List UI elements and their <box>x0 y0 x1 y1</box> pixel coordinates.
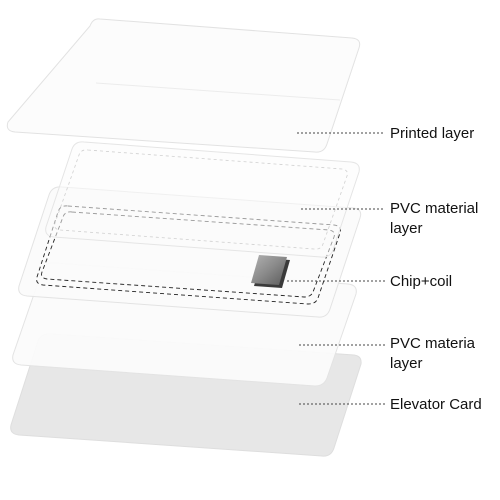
label-printed-layer-text: Printed layer <box>390 125 475 142</box>
label-pvc-bottom-layer: PVC materia layer <box>390 334 475 374</box>
printed-layer <box>6 18 361 153</box>
label-chip-coil: Chip+coil <box>390 272 452 292</box>
label-printed-layer: Printed layer <box>390 124 474 144</box>
chip <box>251 255 290 288</box>
label-chip-coil-text: Chip+coil <box>390 273 453 290</box>
label-elevator-card: Elevator Card <box>390 395 482 415</box>
label-pvc-top-line2: layer <box>390 220 423 237</box>
label-pvc-top-line1: PVC material <box>390 200 479 217</box>
pvc-top-dashed-outline <box>54 149 348 250</box>
label-pvc-bottom-line1: PVC materia <box>390 335 476 352</box>
label-pvc-bottom-line2: layer <box>390 355 423 372</box>
label-pvc-top-layer: PVC material layer <box>390 199 478 239</box>
label-elevator-card-text: Elevator Card <box>390 396 482 413</box>
printed-layer-inner-edge <box>95 82 341 101</box>
pvc-top-layer <box>45 141 360 258</box>
